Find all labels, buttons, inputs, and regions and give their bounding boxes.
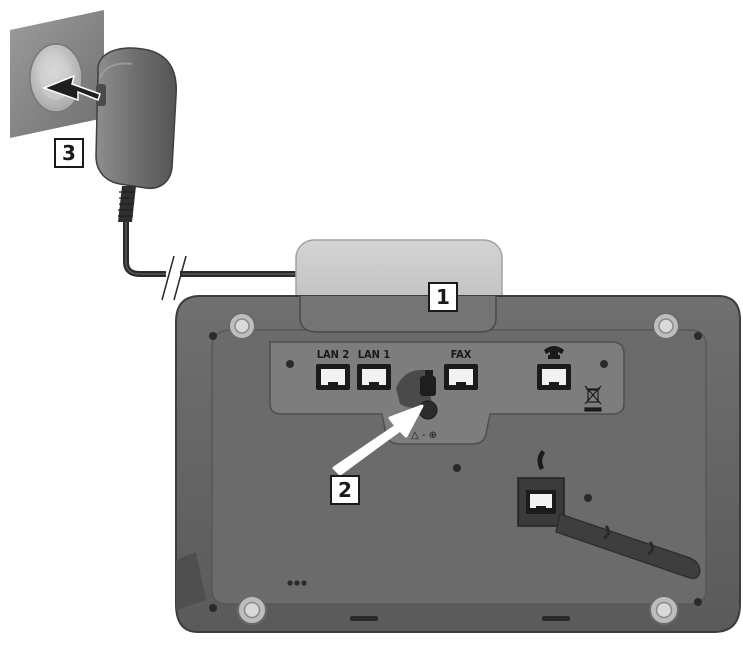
power-symbols-label: △ - ⊕ — [411, 430, 437, 441]
screw-holes — [209, 332, 702, 612]
cable-channel — [555, 513, 701, 579]
phone-line-port — [537, 364, 571, 390]
wall-socket — [10, 10, 104, 138]
callout-step-1: 1 — [428, 282, 458, 312]
power-socket — [396, 369, 438, 420]
callout-step-1-label: 1 — [436, 285, 450, 309]
device-base — [175, 295, 741, 633]
vent-dots — [287, 580, 307, 586]
lan1-port — [357, 364, 391, 390]
rubber-foot-bottom-left — [237, 595, 267, 625]
phone-icon — [544, 346, 564, 359]
rubber-foot-top-left — [228, 312, 256, 340]
rubber-foot-top-right — [652, 312, 680, 340]
rubber-foot-bottom-right — [649, 595, 679, 625]
callout-step-2-label: 2 — [338, 478, 352, 502]
lan2-label: LAN 2 — [317, 348, 350, 361]
plug-in-arrow-icon — [332, 404, 424, 476]
lan2-port — [316, 364, 350, 390]
weee-bin-icon — [584, 385, 602, 412]
callout-step-3-label: 3 — [62, 141, 76, 165]
callout-step-3: 3 — [54, 138, 84, 168]
power-adapter — [95, 47, 177, 222]
insert-arrow-icon — [41, 74, 101, 102]
fax-port — [444, 364, 478, 390]
callout-step-2: 2 — [330, 475, 360, 505]
fax-label: FAX — [451, 348, 472, 361]
handset-port — [517, 477, 565, 527]
lan1-label: LAN 1 — [358, 348, 391, 361]
handset-cord-icon — [537, 450, 545, 470]
